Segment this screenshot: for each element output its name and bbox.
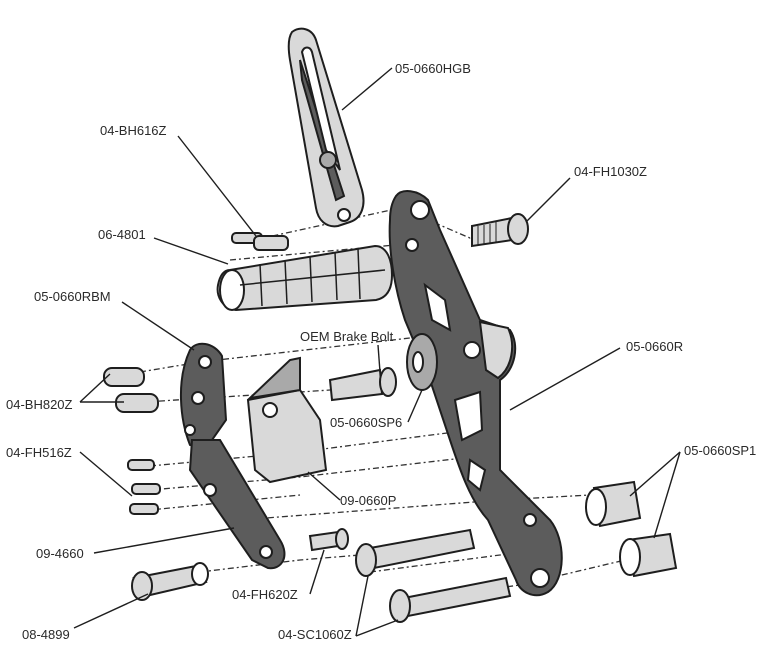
- part-04-bh616z: [231, 232, 289, 251]
- label-09-0660p: 09-0660P: [340, 493, 397, 508]
- label-04-bh820z: 04-BH820Z: [6, 397, 73, 412]
- label-04-fh620z: 04-FH620Z: [232, 587, 298, 602]
- label-05-0660r: 05-0660R: [626, 339, 684, 354]
- label-04-fh516z: 04-FH516Z: [6, 445, 72, 460]
- part-05-0660r: [388, 190, 563, 597]
- part-oem-brake-bolt: [328, 367, 397, 402]
- part-08-4899: [131, 562, 209, 601]
- part-06-4801: [216, 244, 394, 312]
- label-05-0660sp6: 05-0660SP6: [330, 415, 403, 430]
- part-05-0660rbm: [179, 342, 228, 452]
- label-oem-brake-bolt: OEM Brake Bolt: [300, 329, 394, 344]
- label-08-4899: 08-4899: [22, 627, 70, 642]
- part-04-fh1030z: [471, 213, 529, 248]
- part-04-fh620z: [308, 528, 349, 552]
- label-05-0660hgb: 05-0660HGB: [395, 61, 471, 76]
- leader-lines: [73, 67, 681, 637]
- part-09-0660p: [246, 356, 328, 484]
- part-05-0660sp1: [585, 480, 678, 578]
- label-09-4660: 09-4660: [36, 546, 84, 561]
- label-06-4801: 06-4801: [98, 227, 146, 242]
- part-05-0660hgb: [287, 27, 365, 228]
- label-04-fh1030z: 04-FH1030Z: [574, 164, 647, 179]
- part-05-0660sp6: [406, 333, 438, 391]
- part-09-4660: [188, 439, 286, 570]
- part-04-fh516z: [127, 459, 161, 515]
- label-04-sc1060z: 04-SC1060Z: [278, 627, 352, 642]
- part-04-bh820z: [103, 367, 159, 413]
- label-05-0660sp1: 05-0660SP1: [684, 443, 757, 458]
- part-04-sc1060z: [355, 528, 512, 623]
- label-04-bh616z: 04-BH616Z: [100, 123, 167, 138]
- label-05-0660rbm: 05-0660RBM: [34, 289, 111, 304]
